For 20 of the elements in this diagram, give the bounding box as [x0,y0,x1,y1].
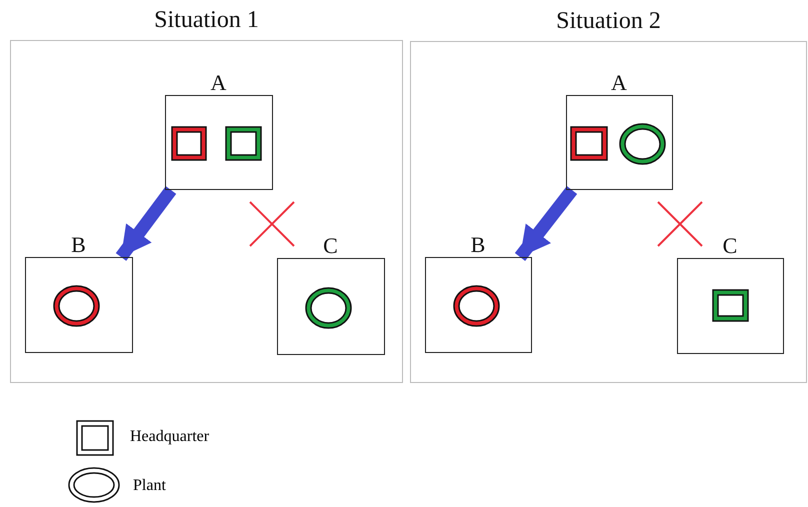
circle-symbol [453,285,500,327]
arrow [514,186,578,261]
arrow [116,186,176,261]
panel-title: Situation 2 [555,8,662,35]
circle-symbol [53,285,100,327]
legend-label: Plant [133,477,166,495]
site-label: C [322,232,339,258]
circle-symbol [305,287,352,329]
square-symbol [225,126,262,161]
square-symbol [570,126,608,161]
panel-title: Situation 1 [153,7,260,34]
square-symbol [712,289,749,322]
circle-symbol [619,123,666,165]
square-symbol [171,126,207,161]
site-label: B [470,232,486,258]
legend-label: Headquarter [130,428,210,446]
site-label: C [722,232,738,258]
site-label: A [210,70,228,96]
site-label: A [610,70,628,96]
site-label: B [70,232,87,258]
